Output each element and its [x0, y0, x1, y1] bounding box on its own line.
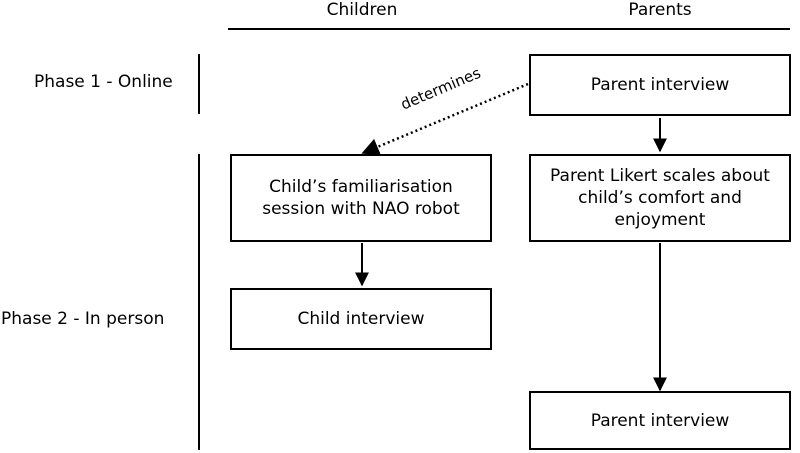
column-header-parents: Parents: [628, 0, 692, 20]
parent-interview-box-phase1: Parent interview: [529, 54, 791, 116]
parent-interview-box-phase2: Parent interview: [529, 391, 791, 450]
phase2-label: Phase 2 - In person: [1, 309, 165, 329]
parent-likert-scales-text: Parent Likert scales about child’s comfo…: [550, 166, 770, 230]
column-header-children: Children: [326, 0, 398, 20]
parent-interview-text: Parent interview: [590, 75, 730, 95]
familiarisation-session-text: Child’s familiarisation session with NAO…: [262, 177, 460, 219]
child-interview-text: Child interview: [297, 309, 425, 329]
familiarisation-session-box: Child’s familiarisation session with NAO…: [230, 154, 492, 242]
parent-interview-text: Parent interview: [590, 410, 730, 431]
parent-likert-scales-box: Parent Likert scales about child’s comfo…: [529, 154, 791, 242]
phase1-label: Phase 1 - Online: [34, 72, 173, 92]
child-interview-box: Child interview: [230, 288, 492, 350]
